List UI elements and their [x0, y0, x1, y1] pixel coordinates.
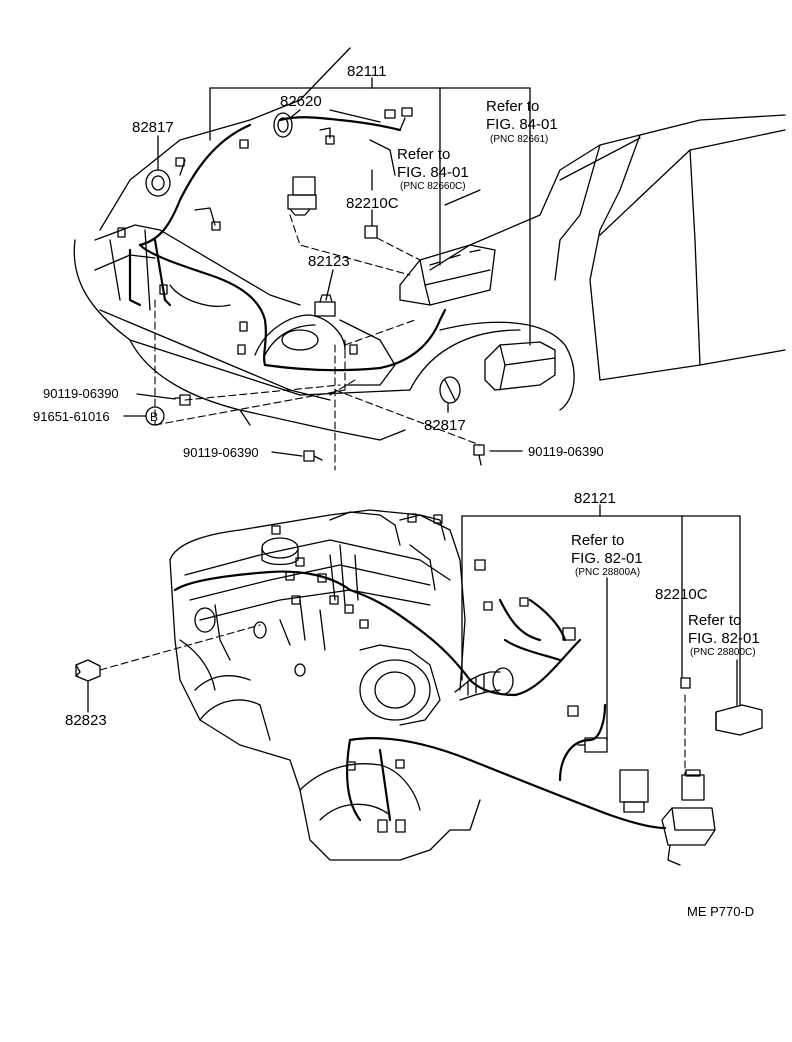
- svg-text:(PNC 28800A): (PNC 28800A): [575, 567, 640, 578]
- engine-harness-82121: [173, 513, 667, 833]
- svg-text:Refer to: Refer to: [688, 612, 741, 629]
- label-82123: 82123: [308, 253, 350, 270]
- harness-grommet-bottom: [454, 667, 514, 701]
- connector-tower-bottom: [681, 769, 705, 801]
- svg-text:FIG. 82-01: FIG. 82-01: [688, 630, 760, 647]
- grommet-82620: [273, 112, 293, 138]
- label-82620: 82620: [280, 93, 322, 110]
- engine-room-harness-82111: [117, 107, 447, 372]
- svg-text:(PNC 28800C): (PNC 28800C): [690, 647, 756, 658]
- label-82210c-bottom: 82210C: [655, 586, 708, 603]
- connector-28800a: [577, 737, 608, 753]
- label-82823: 82823: [65, 712, 107, 729]
- relay-box-bottom: [661, 807, 716, 866]
- svg-text:Refer to: Refer to: [571, 532, 624, 549]
- label-82210c-top: 82210C: [346, 195, 399, 212]
- label-82817-bottom: 82817: [424, 417, 466, 434]
- clip-82823: [75, 659, 101, 682]
- clamp-82817-bottom: [439, 376, 461, 404]
- relay-82210c-bottom: [680, 677, 691, 689]
- svg-text:Refer to: Refer to: [397, 146, 450, 163]
- bolt-90119-b: [303, 450, 323, 462]
- label-90119-b: 90119-06390: [183, 445, 259, 460]
- leaders-top: [123, 77, 531, 457]
- leaders-bottom: [87, 504, 741, 741]
- clamp-82817-top: [145, 169, 171, 197]
- refer-note-82661: Refer to FIG. 84-01 (PNC 82661): [486, 98, 558, 145]
- bolt-90119-c: [473, 444, 485, 466]
- svg-text:FIG. 84-01: FIG. 84-01: [486, 116, 558, 133]
- relay-28800c: [715, 704, 763, 736]
- guide-lines-bottom: [99, 624, 686, 776]
- relay-large-bottom: [619, 769, 649, 813]
- guide-lines-top: [154, 214, 481, 471]
- refer-note-28800c: Refer to FIG. 82-01 (PNC 28800C): [688, 612, 760, 658]
- svg-text:FIG. 82-01: FIG. 82-01: [571, 550, 643, 567]
- label-82817-top: 82817: [132, 119, 174, 136]
- svg-text:(PNC 82660C): (PNC 82660C): [400, 181, 466, 192]
- relay-82210c-top: [364, 225, 378, 239]
- relay-box-right: [484, 341, 556, 391]
- label-91651: 91651-61016: [33, 409, 110, 424]
- connector-82123: [314, 294, 336, 317]
- label-82121: 82121: [574, 490, 616, 507]
- label-90119-c: 90119-06390: [528, 444, 604, 459]
- refer-note-82660c: Refer to FIG. 84-01 (PNC 82660C): [397, 146, 469, 192]
- engine-block: [169, 509, 481, 861]
- label-90119-a: 90119-06390: [43, 386, 119, 401]
- relay-block-top: [287, 176, 317, 216]
- vehicle-front-body: [73, 47, 786, 441]
- junction-block: [399, 244, 496, 306]
- label-82111: 82111: [347, 63, 387, 80]
- svg-text:Refer to: Refer to: [486, 98, 539, 115]
- svg-text:FIG. 84-01: FIG. 84-01: [397, 164, 469, 181]
- figure-code: ME P770-D: [687, 904, 754, 919]
- refer-note-28800a: Refer to FIG. 82-01 (PNC 28800A): [571, 532, 643, 578]
- marker-b: B: [150, 410, 158, 424]
- svg-text:(PNC 82661): (PNC 82661): [490, 134, 548, 145]
